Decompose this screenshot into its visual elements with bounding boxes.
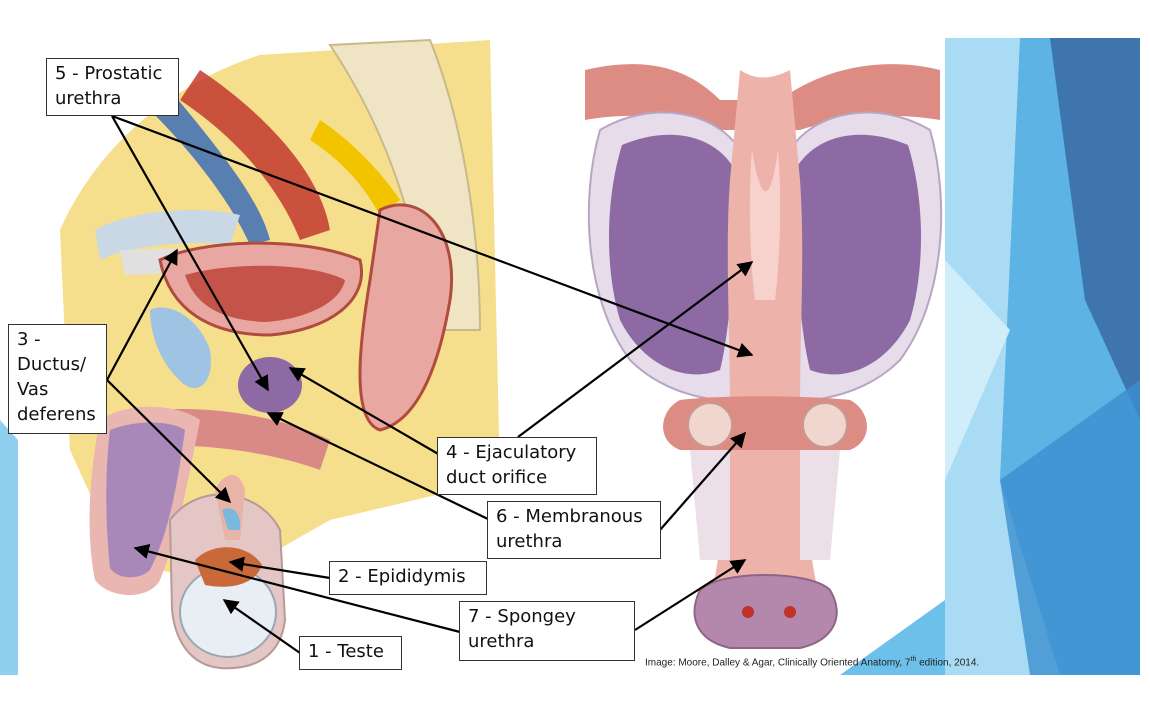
arrow-spongey-right [634,559,747,631]
arrow-ductus-upper [106,248,178,381]
arrow-membranous-right [659,431,747,531]
arrow-membranous-left [266,412,491,521]
label-epididymis: 2 - Epididymis [329,561,487,595]
label-membranous-urethra: 6 - Membranous urethra [487,501,661,559]
label-teste: 1 - Teste [299,636,402,670]
arrow-ductus-lower [106,379,232,504]
image-credit: Image: Moore, Dalley & Agar, Clinically … [645,656,980,669]
label-ductus-vas-deferens: 3 - Ductus/ Vas deferens [8,324,107,434]
arrow-prostatic-right [111,114,754,358]
arrow-ejaculatory-left [288,367,441,456]
coronal-illustration [585,64,943,649]
sagittal-illustration [60,38,500,670]
label-ejaculatory-duct-orifice: 4 - Ejaculatory duct orifice [437,437,597,495]
arrow-prostatic-left [111,115,269,392]
label-spongey-urethra: 7 - Spongey urethra [459,601,635,661]
leader-lines [106,114,754,654]
arrow-teste [222,599,301,654]
arrow-epididymis [228,556,331,580]
arrow-ejaculatory-right [517,261,754,438]
arrow-spongey-left [133,544,461,634]
label-prostatic-urethra: 5 - Prostatic urethra [46,58,179,116]
background-decor [0,38,1140,675]
